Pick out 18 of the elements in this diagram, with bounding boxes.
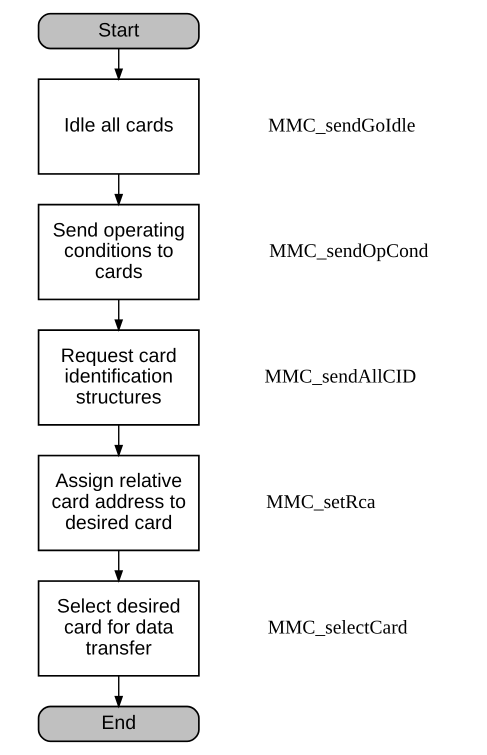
- arrow: [114, 676, 124, 708]
- node-label: MMC_sendOpCond: [269, 241, 428, 262]
- node-label: MMC_sendAllCID: [264, 366, 416, 388]
- node-box: End: [38, 706, 200, 742]
- node-box: Request card identification structures: [38, 329, 200, 426]
- node-label: MMC_setRca: [266, 492, 376, 514]
- node-label: MMC_sendGoIdle: [268, 116, 416, 137]
- arrow: [114, 299, 124, 332]
- node-box: Assign relative card address to desired card: [38, 454, 200, 552]
- arrow: [114, 424, 124, 458]
- arrow: [114, 174, 124, 206]
- node-box: Idle all cards: [38, 78, 200, 175]
- node-label: MMC_selectCard: [268, 618, 408, 639]
- arrow: [114, 48, 124, 82]
- node-box: Start: [38, 12, 200, 50]
- arrow: [114, 550, 124, 583]
- node-box: Send operating conditions to cards: [38, 204, 200, 300]
- node-box: Select desired card for data transfer: [38, 580, 200, 677]
